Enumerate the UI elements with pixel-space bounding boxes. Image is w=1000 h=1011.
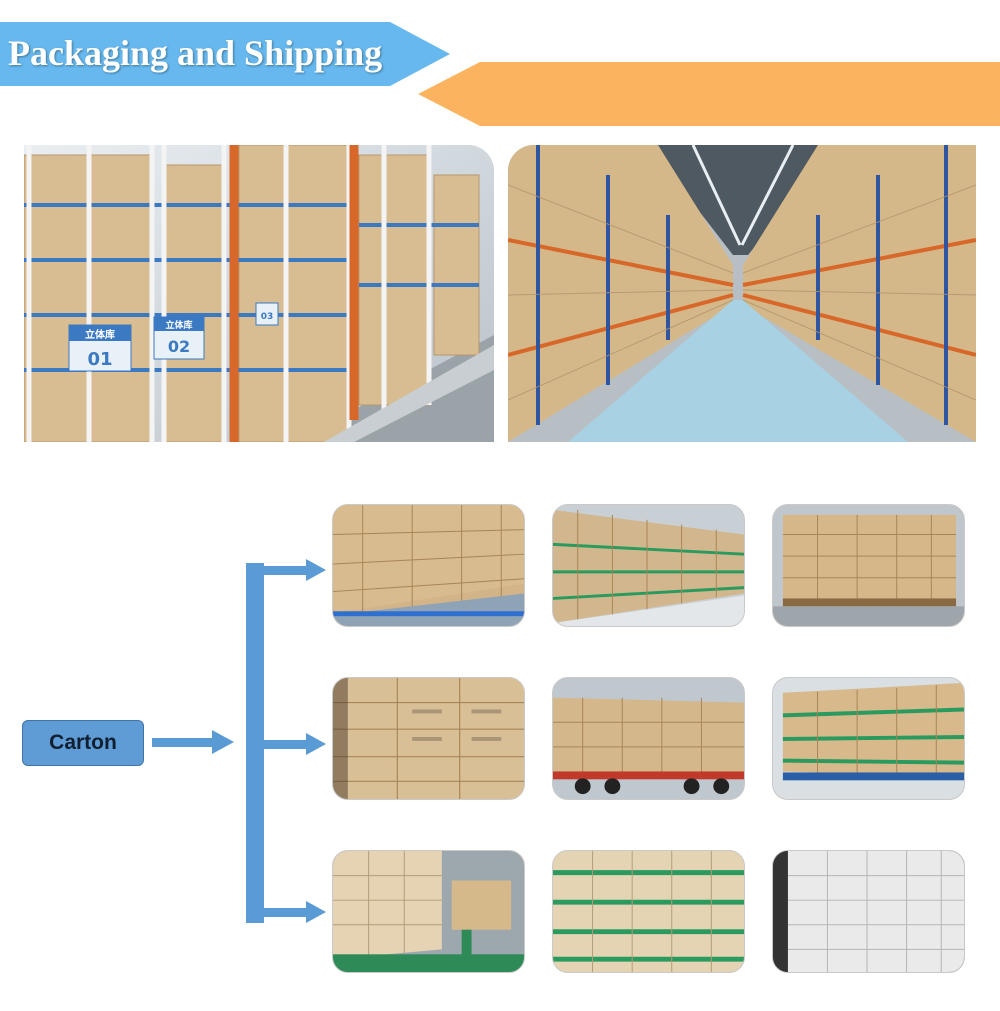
automated-rack-warehouse-photo: 立体库 01 立体库 02 03 (24, 145, 494, 442)
stacked-cartons-photo-3 (772, 504, 965, 627)
title-banner (0, 22, 450, 86)
rack-label-number-1: 01 (87, 349, 112, 370)
stacked-cartons-photo-2 (552, 504, 745, 627)
green-band-cartons-photo (552, 850, 745, 973)
white-cartons-photo (772, 850, 965, 973)
truck-loaded-cartons-photo (552, 677, 745, 800)
page-title: Packaging and Shipping (8, 33, 383, 73)
rack-label-number-2: 02 (168, 337, 190, 356)
rack-label-number-3: 03 (261, 312, 274, 322)
stacked-cartons-photo-1 (332, 504, 525, 627)
carton-label-box: Carton (22, 720, 144, 766)
rack-label-caption-1: 立体库 (85, 328, 115, 341)
palletized-cartons-photo (772, 677, 965, 800)
accent-banner (418, 62, 1000, 126)
rack-label-caption-2: 立体库 (165, 319, 192, 331)
stacked-cartons-photo-4 (332, 677, 525, 800)
cartons-on-scale-photo (332, 850, 525, 973)
warehouse-aisle-photo (508, 145, 976, 442)
